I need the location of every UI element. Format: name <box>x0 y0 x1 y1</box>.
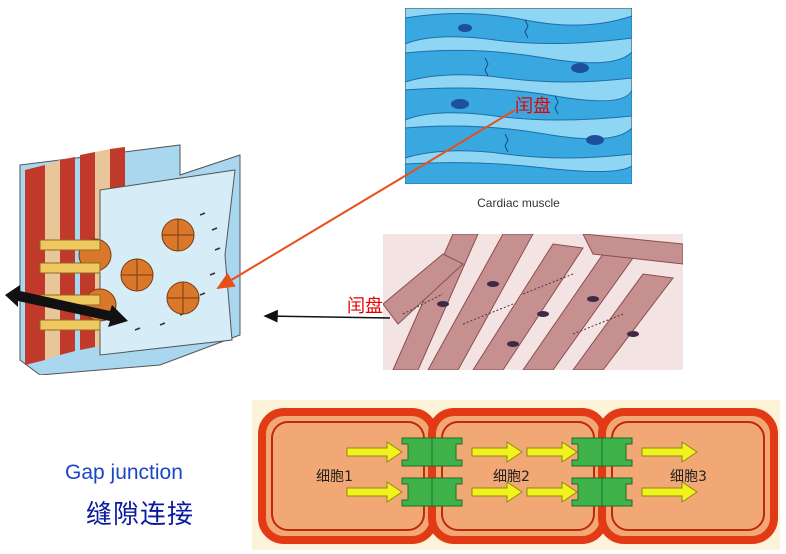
gap-junction-chinese-title: 缝隙连接 <box>86 500 195 530</box>
gap-junction-english-title: Gap junction <box>65 461 183 484</box>
intercalated-disc-label-top: 闰盘 <box>515 96 551 117</box>
cardiac-muscle-caption: Cardiac muscle <box>477 196 560 210</box>
cell-gap-junction-diagram <box>252 400 780 550</box>
cardiac-muscle-micrograph <box>383 234 683 370</box>
cell-2-label: 细胞2 <box>493 469 530 485</box>
cell-3-label: 细胞3 <box>670 469 707 485</box>
intercalated-disc-label-middle: 闰盘 <box>347 296 383 317</box>
gap-junction-3d-illustration <box>5 144 241 375</box>
cell-1-label: 细胞1 <box>316 469 353 485</box>
